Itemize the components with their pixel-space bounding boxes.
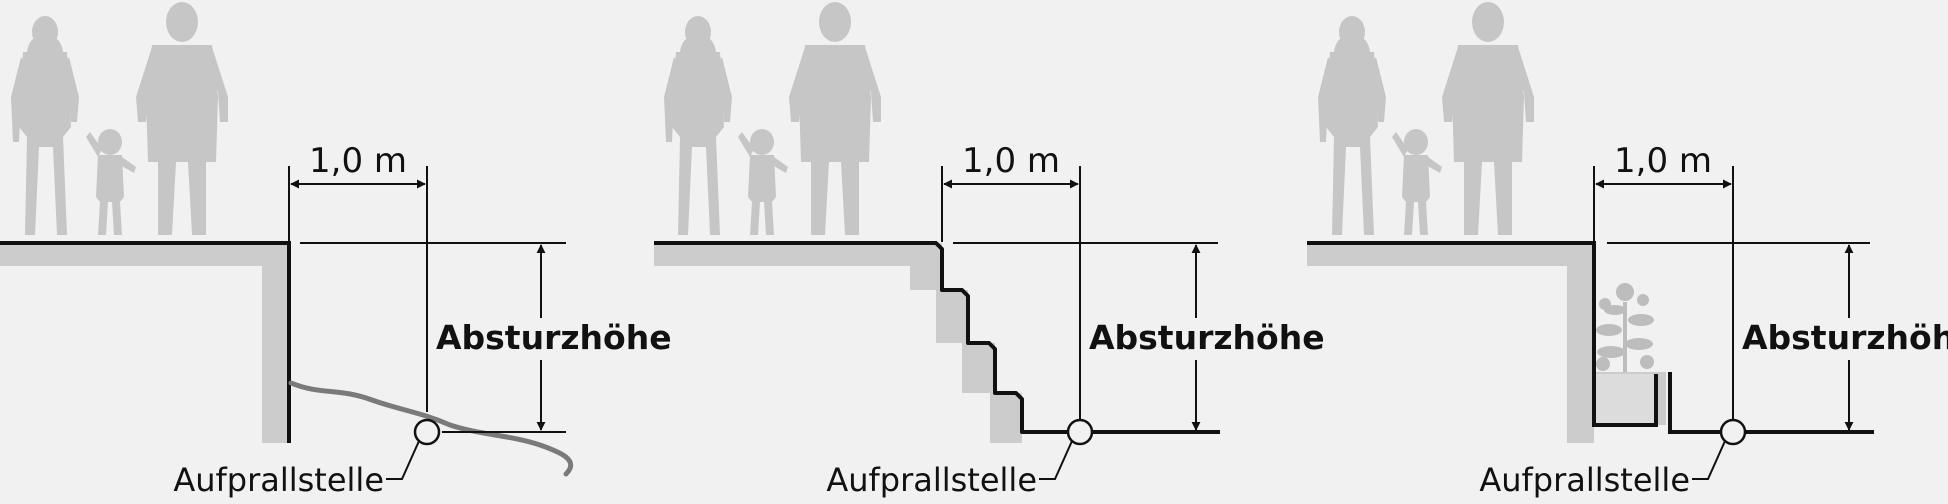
family-silhouette [11, 2, 228, 235]
family-silhouette [1318, 2, 1534, 235]
panel-stairs: 1,0 m Absturzhöhe Aufprallstelle [654, 2, 1325, 499]
impact-leader-line [1039, 440, 1073, 480]
impact-leader-line [1692, 440, 1726, 480]
distance-label: 1,0 m [1614, 141, 1712, 181]
stair-wall [654, 241, 1220, 443]
family-silhouette [664, 2, 881, 235]
height-label: Absturzhöhe [1089, 318, 1325, 357]
impact-point-marker [1066, 418, 1094, 446]
distance-label: 1,0 m [309, 141, 407, 181]
height-label: Absturzhöhe [436, 318, 672, 357]
terrace-wall [0, 241, 291, 443]
distance-label: 1,0 m [962, 141, 1060, 181]
height-label: Absturzhöhe [1742, 318, 1948, 357]
panel-planter: 1,0 m Absturzhöhe Aufprallstelle [1307, 2, 1948, 499]
impact-point-marker [1719, 418, 1747, 446]
impact-leader-line [386, 440, 420, 480]
planter-wall [1307, 241, 1874, 443]
impact-label: Aufprallstelle [826, 461, 1037, 499]
slope-ground-line [288, 380, 574, 477]
impact-point-marker [413, 418, 441, 446]
impact-label: Aufprallstelle [173, 461, 384, 499]
impact-label: Aufprallstelle [1479, 461, 1690, 499]
plant-icon [1596, 283, 1654, 372]
panel-slope: 1,0 m Absturzhöhe Aufprallstelle [0, 2, 672, 499]
